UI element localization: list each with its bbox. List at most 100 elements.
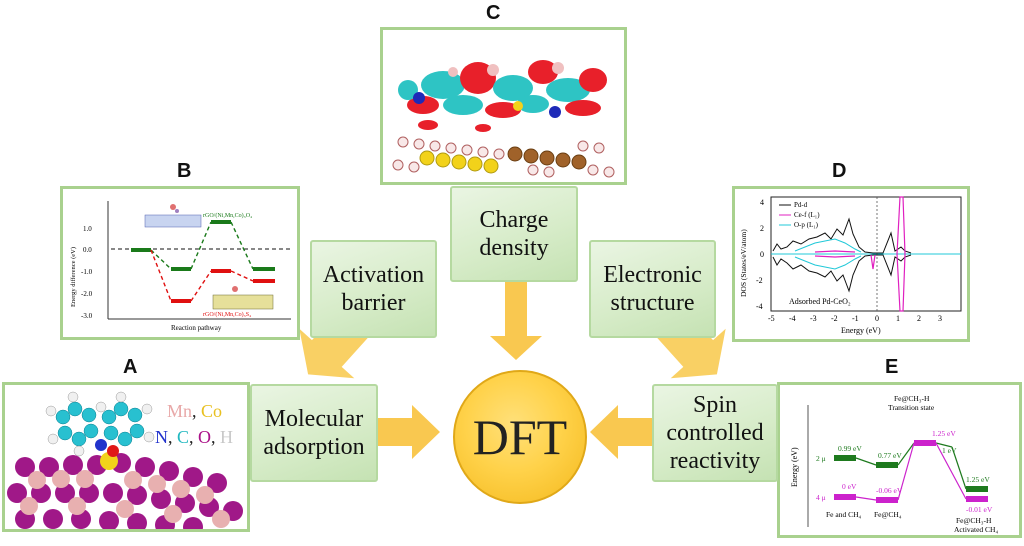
e-state-label: Fe@CH₄ — [874, 510, 902, 519]
b-label-top: rGO/(Ni,Mn,Co)₃O₄ — [203, 212, 252, 219]
box-line: Charge — [479, 207, 549, 233]
box-line: barrier — [341, 290, 406, 316]
b-ytick: -3.0 — [81, 312, 93, 320]
e-connectors-purple — [855, 442, 967, 501]
e-state-label: Fe@CH₃-H — [956, 516, 992, 525]
label-d: D — [832, 160, 847, 182]
spin-energy-plot: Energy (eV) Fe@CH₃-H Transition state 2 … — [780, 385, 1019, 535]
e-state-label: Activated CH₄ — [954, 525, 998, 534]
d-xticks: -5 -4 -3 -2 -1 0 1 2 3 — [768, 314, 942, 323]
box-line: reactivity — [669, 448, 761, 474]
svg-text:Mn, Co: Mn, Co — [167, 401, 222, 421]
d-xtick: -1 — [852, 314, 859, 323]
e-purple-value: -0.06 eV — [876, 486, 903, 495]
legend-co: Co — [201, 401, 222, 421]
b-ytick: -2.0 — [81, 290, 93, 298]
b-ytick: -1.0 — [81, 268, 93, 276]
substrate-atoms — [392, 136, 615, 178]
b-label-bottom: rGO/(Ni,Mn,Co)₃S₄ — [203, 311, 251, 318]
e-level-green — [966, 486, 988, 492]
e-level-purple — [914, 440, 936, 446]
panel-b-activation-energy-chart: 1.0 0.0 -1.0 -2.0 -3.0 Energy difference… — [60, 186, 300, 340]
arrow-charge-density — [490, 282, 542, 360]
e-state-label: Fe and CH₄ — [826, 510, 861, 519]
box-line: Molecular — [264, 406, 364, 432]
d-xlabel: Energy (eV) — [841, 326, 881, 335]
d-legend-item: O-p (L₁) — [794, 221, 819, 229]
charge-isosurfaces — [398, 60, 607, 132]
d-annotation: Adsorbed Pd-CeO₂ — [789, 297, 851, 306]
panel-e-spin-energy-diagram: Energy (eV) Fe@CH₃-H Transition state 2 … — [777, 382, 1022, 538]
d-ytick: -2 — [756, 276, 763, 285]
dft-label: DFT — [472, 409, 568, 465]
b-xlabel: Reaction pathway — [171, 324, 222, 332]
slab-atoms — [7, 452, 243, 529]
legend-h: H — [220, 427, 233, 447]
d-ytick: 0 — [760, 250, 764, 259]
d-ytick: 2 — [760, 224, 764, 233]
dos-plot: 4 2 0 -2 -4 -5 -4 -3 -2 -1 0 1 2 3 Energ… — [735, 189, 967, 339]
arrow-spin-reactivity — [590, 405, 662, 459]
d-ylabel: DOS (States/eV/atom) — [739, 229, 748, 297]
e-green-value: 1 eV — [942, 446, 957, 455]
e-ts-label: Transition state — [888, 403, 935, 412]
e-level-purple — [834, 494, 856, 500]
e-green-value: 0.77 eV — [878, 451, 902, 460]
b-pathway-green — [131, 220, 275, 271]
label-c: C — [486, 2, 501, 24]
label-b: B — [177, 160, 192, 182]
b-ytick: 1.0 — [83, 225, 92, 233]
adsorbed-molecule — [45, 391, 155, 457]
box-line: Spin — [692, 392, 737, 418]
e-mu-label: 2 μ — [816, 454, 826, 463]
panel-a-adsorption-image: Mn, Co N, C, O, H — [2, 382, 250, 532]
adsorption-render: Mn, Co N, C, O, H — [5, 385, 247, 529]
d-xtick: -5 — [768, 314, 775, 323]
d-xtick: 1 — [896, 314, 900, 323]
legend-mn: Mn — [167, 401, 192, 421]
box-line: controlled — [666, 420, 764, 446]
d-curve-o-p — [794, 238, 862, 270]
dft-center-circle: DFT — [453, 370, 587, 504]
d-xtick: 3 — [938, 314, 942, 323]
d-legend-item: Ce-f (L₁) — [794, 211, 820, 219]
b-structure-bottom — [212, 286, 274, 310]
legend-sep: , — [192, 401, 201, 421]
legend-o: O — [198, 427, 211, 447]
e-mu-label: 4 μ — [816, 493, 826, 502]
d-ytick: -4 — [756, 302, 763, 311]
e-level-green — [834, 455, 856, 461]
d-ytick: 4 — [760, 198, 764, 207]
panel-c-charge-density-image — [380, 27, 627, 185]
d-legend: Pd-d Ce-f (L₁) O-p (L₁) — [779, 201, 820, 229]
d-yticks: 4 2 0 -2 -4 — [756, 198, 764, 311]
legend-c: C — [177, 427, 189, 447]
d-xtick: -4 — [789, 314, 796, 323]
box-line: adsorption — [263, 434, 365, 460]
e-purple-value: 1.25 eV — [932, 429, 956, 438]
legend-n: N — [155, 427, 168, 447]
e-connectors-green — [855, 442, 967, 490]
label-a: A — [123, 356, 138, 378]
e-purple-value: -0.01 eV — [966, 505, 993, 514]
d-legend-item: Pd-d — [794, 201, 808, 209]
b-pathway-red — [150, 249, 275, 303]
e-level-green — [876, 462, 898, 468]
e-level-purple — [966, 496, 988, 502]
box-line: density — [479, 235, 549, 261]
e-purple-value: 0 eV — [842, 482, 857, 491]
d-curve-ce-f — [814, 196, 906, 312]
d-xtick: 0 — [875, 314, 879, 323]
b-structure-top — [144, 204, 202, 228]
panel-d-dos-chart: 4 2 0 -2 -4 -5 -4 -3 -2 -1 0 1 2 3 Energ… — [732, 186, 970, 342]
energy-profile-plot: 1.0 0.0 -1.0 -2.0 -3.0 Energy difference… — [63, 189, 297, 337]
element-legend: Mn, Co N, C, O, H — [155, 401, 233, 447]
box-line: Activation — [322, 262, 425, 288]
e-ts-label: Fe@CH₃-H — [894, 394, 930, 403]
b-ytick: 0.0 — [83, 246, 92, 254]
